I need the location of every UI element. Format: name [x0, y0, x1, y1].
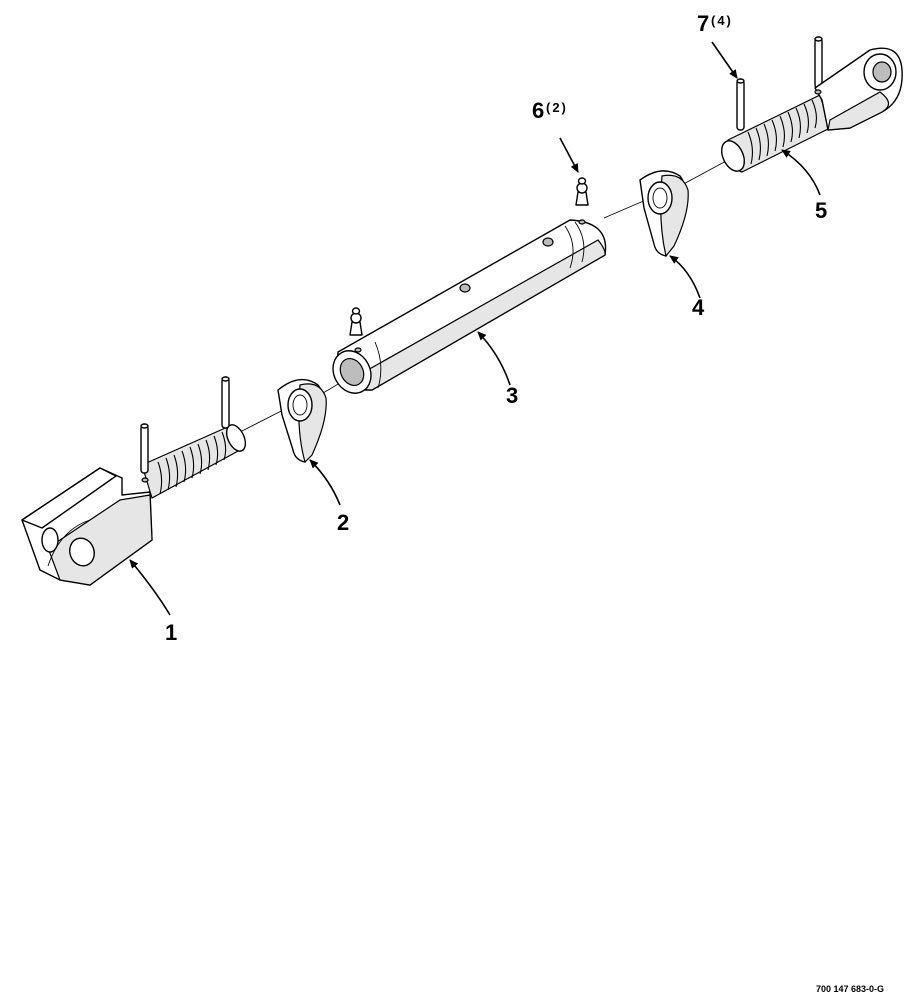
- leader-1: [129, 559, 171, 616]
- part-2-jam-lug: [277, 378, 327, 464]
- grease-fitting-6b: [575, 177, 589, 206]
- part-3-adjuster-tube: [332, 219, 607, 394]
- leader-2: [309, 459, 341, 506]
- leader-7: [711, 41, 738, 79]
- part-4-jam-lug: [639, 170, 689, 258]
- roll-pin-7a: [140, 423, 149, 474]
- callout-7-number: 7: [697, 11, 709, 36]
- leader-lines: [129, 41, 821, 616]
- leader-5: [781, 149, 821, 196]
- callout-4-number: 4: [692, 295, 705, 320]
- callout-6-qty: (2): [546, 100, 568, 115]
- callout-2-number: 2: [337, 510, 349, 535]
- callout-labels: 1 2 3 4 5 6 (2) 7 (4): [165, 11, 827, 645]
- callout-3-number: 3: [506, 383, 518, 408]
- leader-6: [559, 137, 579, 173]
- grease-fitting-6a: [349, 307, 363, 336]
- leader-3: [477, 331, 511, 386]
- callout-7-qty: (4): [711, 13, 733, 28]
- callout-1-number: 1: [165, 620, 177, 645]
- figure-id: 700 147 683-0-G: [816, 984, 884, 994]
- roll-pin-7b: [221, 376, 230, 429]
- leader-4: [669, 255, 701, 299]
- part-1-lower-clevis-end: [21, 424, 247, 586]
- roll-pin-7c: [736, 78, 745, 131]
- part-5-upper-clevis-end: [720, 47, 903, 173]
- roll-pin-7d: [814, 36, 823, 89]
- callout-6-number: 6: [532, 98, 544, 123]
- callout-5-number: 5: [815, 198, 827, 223]
